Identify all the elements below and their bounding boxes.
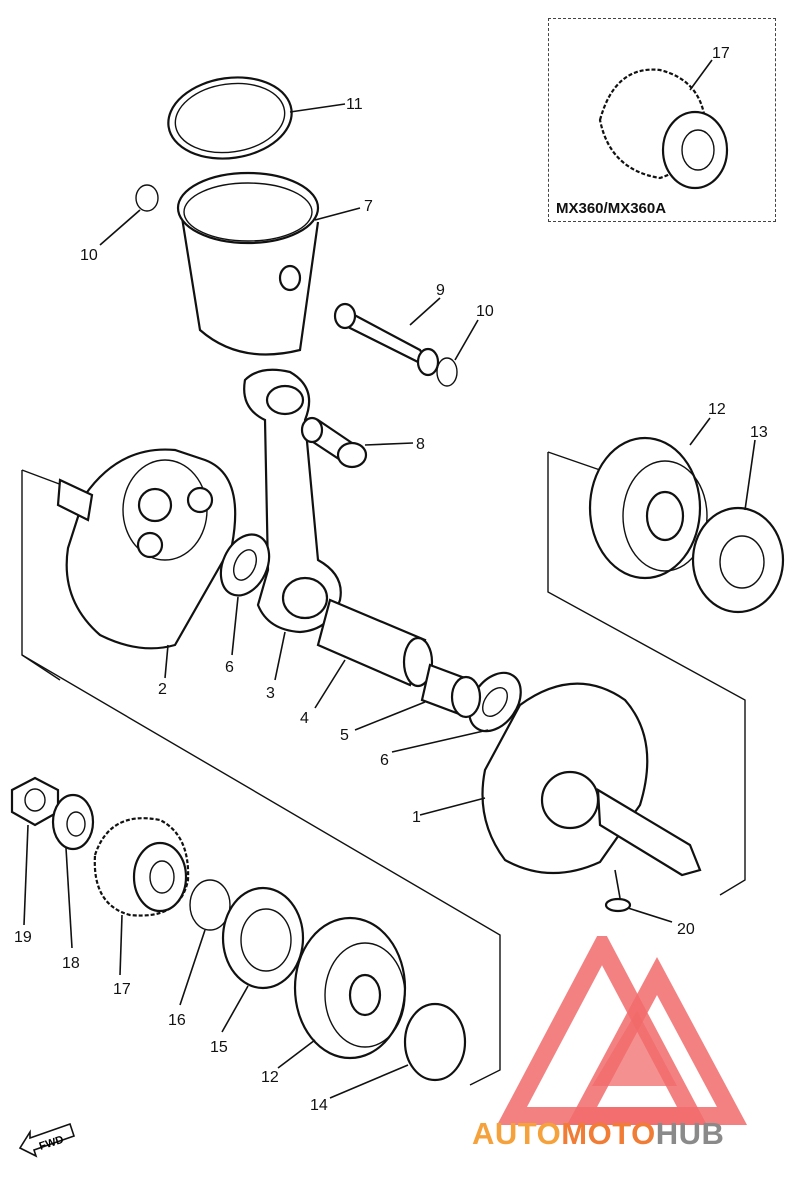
callout-6b: 6: [380, 752, 389, 769]
variant-part-number: 17: [712, 45, 730, 62]
callout-3: 3: [266, 685, 275, 702]
thrust-washer-right: [468, 671, 522, 733]
callout-5: 5: [340, 727, 349, 744]
retaining-ring: [189, 879, 231, 931]
callout-12b: 12: [261, 1069, 279, 1086]
callout-12a: 12: [708, 401, 726, 418]
watermark-triangle-logo: [497, 936, 748, 1125]
callout-15: 15: [210, 1039, 228, 1056]
callout-7: 7: [364, 198, 373, 215]
callout-13: 13: [750, 424, 768, 441]
crank-wheel-right: [481, 682, 702, 877]
connecting-rod: [243, 368, 342, 634]
watermark-moto: MOTO: [561, 1116, 656, 1151]
crank-wheel-left: [56, 448, 237, 650]
crank-pin: [316, 598, 434, 688]
bearing-upper: [588, 436, 708, 580]
forward-direction-arrow: FWD: [18, 1122, 76, 1158]
washer: [51, 793, 95, 851]
piston-pin: [333, 302, 440, 377]
assembly-guide-lines: [21, 451, 746, 1086]
watermark-auto: AUTO: [472, 1116, 562, 1151]
oil-seal-lower: [221, 886, 305, 990]
thrust-washer-left: [219, 533, 271, 597]
variant-model-label: MX360/MX360A: [556, 200, 667, 217]
leader-lines: [23, 103, 756, 1099]
callout-4: 4: [300, 710, 309, 727]
callout-8: 8: [416, 436, 425, 453]
bearing-lower: [293, 916, 407, 1060]
callout-1: 1: [412, 809, 421, 826]
callout-17: 17: [113, 981, 131, 998]
woodruff-key: [604, 897, 632, 913]
circlip-upper: [135, 184, 159, 212]
big-end-bearing: [420, 663, 482, 719]
callout-2: 2: [158, 681, 167, 698]
piston-ring: [167, 76, 293, 160]
callout-6a: 6: [225, 659, 234, 676]
callout-18: 18: [62, 955, 80, 972]
callout-labels: 1 2 3 4 5 6 6 7 8 9 10 10 11 12 12 13 14…: [14, 96, 768, 1114]
variant-gear: 17: [598, 45, 730, 190]
callout-19: 19: [14, 929, 32, 946]
crank-nut: [10, 776, 60, 827]
callout-11: 11: [346, 96, 363, 113]
shim: [403, 1002, 467, 1082]
watermark-hub: HUB: [655, 1116, 725, 1151]
variant-inset-frame: [548, 18, 776, 222]
callout-16: 16: [168, 1012, 186, 1029]
callout-10b: 10: [476, 303, 494, 320]
circlip-lower: [436, 357, 458, 387]
callout-14: 14: [310, 1097, 328, 1114]
watermark-brand-text: AUTOMOTOHUB: [472, 1116, 724, 1152]
oil-seal-upper: [691, 506, 785, 614]
callout-10a: 10: [80, 247, 98, 264]
callout-9: 9: [436, 282, 445, 299]
callout-20: 20: [677, 921, 695, 938]
small-end-bearing: [300, 416, 368, 469]
piston: [176, 171, 320, 356]
primary-drive-gear: [93, 817, 190, 917]
